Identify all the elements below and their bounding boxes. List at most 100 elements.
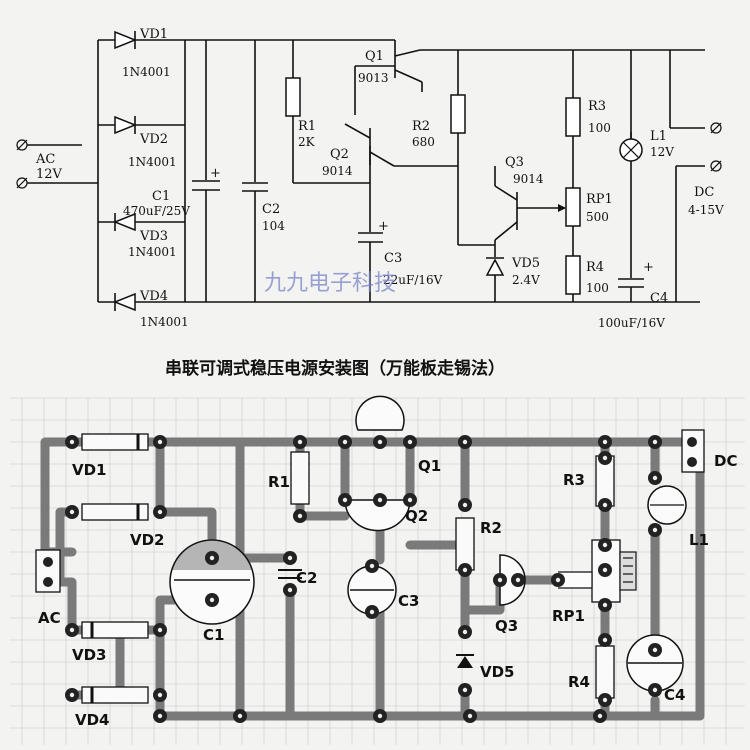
vd1-diode-symbol: [114, 30, 138, 50]
sch-c4-label: C4: [650, 291, 668, 306]
r4-resistor-symbol: [565, 255, 581, 302]
c4-capacitor-symbol: [618, 50, 644, 302]
sch-q3-value: 9014: [513, 172, 544, 186]
board-vd5-label: VD5: [480, 663, 515, 681]
sch-vd4-label: VD4: [139, 289, 168, 304]
sch-ac-voltage: 12V: [36, 167, 63, 182]
sch-r4-label: R4: [586, 260, 604, 275]
q2-transistor-part: [344, 499, 411, 532]
c1-capacitor-symbol: [192, 40, 220, 302]
watermark: 九九电子科技: [264, 271, 396, 296]
q1-transistor-part: [355, 395, 405, 431]
sch-r3-value: 100: [588, 121, 611, 135]
sch-r2-value: 680: [412, 135, 435, 149]
vd5-zener-part: [456, 654, 474, 668]
sch-r4-value: 100: [586, 281, 609, 295]
board-vd1-label: VD1: [72, 461, 107, 479]
sch-c4-value: 100uF/16V: [598, 316, 665, 330]
sch-l1-value: 12V: [650, 145, 674, 159]
sch-ac-label: AC: [35, 152, 55, 167]
dc-terminal-block: [681, 429, 705, 473]
board-q3-label: Q3: [495, 617, 518, 635]
sch-vd3-label: VD3: [139, 229, 168, 244]
l1-lamp-symbol: [619, 132, 643, 162]
board-q2-label: Q2: [405, 507, 428, 525]
q1-transistor-symbol: [354, 40, 423, 115]
board-q1-label: Q1: [418, 457, 441, 475]
board-c3-label: C3: [398, 592, 419, 610]
sch-vd5-label: VD5: [511, 256, 540, 271]
board-c4-label: C4: [664, 686, 685, 704]
sch-vd5-value: 2.4V: [512, 273, 540, 287]
sch-q1-label: Q1: [365, 49, 384, 64]
page-title: 串联可调式稳压电源安装图（万能板走锡法）: [165, 358, 505, 379]
sch-q1-value: 9013: [358, 71, 389, 85]
r2-resistor-part: [455, 517, 475, 571]
sch-c3-plus: +: [378, 219, 389, 234]
sch-c1-label: C1: [152, 189, 170, 204]
board-vd4-label: VD4: [75, 711, 110, 729]
board-rp1-label: RP1: [552, 607, 585, 625]
l1-lamp-part: [647, 485, 687, 525]
sch-vd1-part: 1N4001: [122, 65, 171, 79]
board-dc-label: DC: [714, 452, 737, 470]
sch-vd3-part: 1N4001: [128, 245, 177, 259]
sch-q2-value: 9014: [322, 164, 353, 178]
sch-c2-value: 104: [262, 219, 285, 233]
c4-electrolytic-part: [626, 634, 684, 692]
sch-c3-label: C3: [384, 251, 402, 266]
sch-c3-value: 22uF/16V: [383, 273, 443, 287]
solder-pads: [65, 435, 662, 723]
board-vd3-label: VD3: [72, 646, 107, 664]
board-r1-label: R1: [268, 473, 290, 491]
r3-resistor-symbol: [565, 50, 581, 188]
sch-r1-value: 2K: [298, 135, 316, 149]
board-c1-label: C1: [203, 626, 224, 644]
vd2-diode-part: [81, 503, 149, 521]
dc-output-terminals: [669, 50, 722, 302]
sch-q2-label: Q2: [330, 147, 349, 162]
board-c2-label: C2: [296, 569, 317, 587]
sch-vd2-part: 1N4001: [128, 155, 177, 169]
sch-c2-label: C2: [262, 202, 280, 217]
sch-rp1-value: 500: [586, 210, 609, 224]
vd3-diode-part: [81, 621, 149, 639]
sch-r3-label: R3: [588, 99, 606, 114]
c1-electrolytic-part: [169, 539, 255, 625]
vd4-diode-symbol: [112, 292, 136, 312]
board-r2-label: R2: [480, 519, 502, 537]
sch-dc-label: DC: [694, 185, 714, 200]
sch-vd4-part: 1N4001: [140, 315, 189, 329]
r1-resistor-symbol: [285, 40, 370, 184]
board-ac-label: AC: [38, 609, 61, 627]
q3-transistor-symbol: [458, 166, 566, 246]
ac-input-terminals: [16, 139, 98, 189]
sch-q3-label: Q3: [505, 155, 524, 170]
rp1-potentiometer-part: [558, 539, 637, 603]
r4-resistor-part: [595, 645, 615, 699]
board-vd2-label: VD2: [130, 531, 165, 549]
vd4-diode-part: [81, 686, 149, 704]
c3-capacitor-symbol: [358, 232, 383, 302]
r1-resistor-part: [290, 451, 310, 505]
vd5-zener-symbol: [485, 240, 505, 302]
sch-c4-plus: +: [643, 260, 654, 275]
sch-c1-plus: +: [210, 166, 221, 181]
q2-transistor-symbol: [344, 123, 458, 232]
sch-r1-label: R1: [298, 119, 316, 134]
vd2-diode-symbol: [114, 115, 138, 135]
board-r3-label: R3: [563, 471, 585, 489]
sch-r2-label: R2: [412, 119, 430, 134]
ac-terminal-block: [35, 549, 61, 593]
sch-c1-value: 470uF/25V: [123, 204, 190, 218]
board-r4-label: R4: [568, 673, 590, 691]
rp1-potentiometer-symbol: [565, 187, 581, 256]
sch-vd2-label: VD2: [139, 132, 168, 147]
vd1-diode-part: [81, 433, 149, 451]
r2-resistor-symbol: [450, 50, 466, 245]
sch-dc-value: 4-15V: [688, 203, 724, 217]
c2-ceramic-part: [278, 569, 302, 579]
board-l1-label: L1: [689, 531, 709, 549]
